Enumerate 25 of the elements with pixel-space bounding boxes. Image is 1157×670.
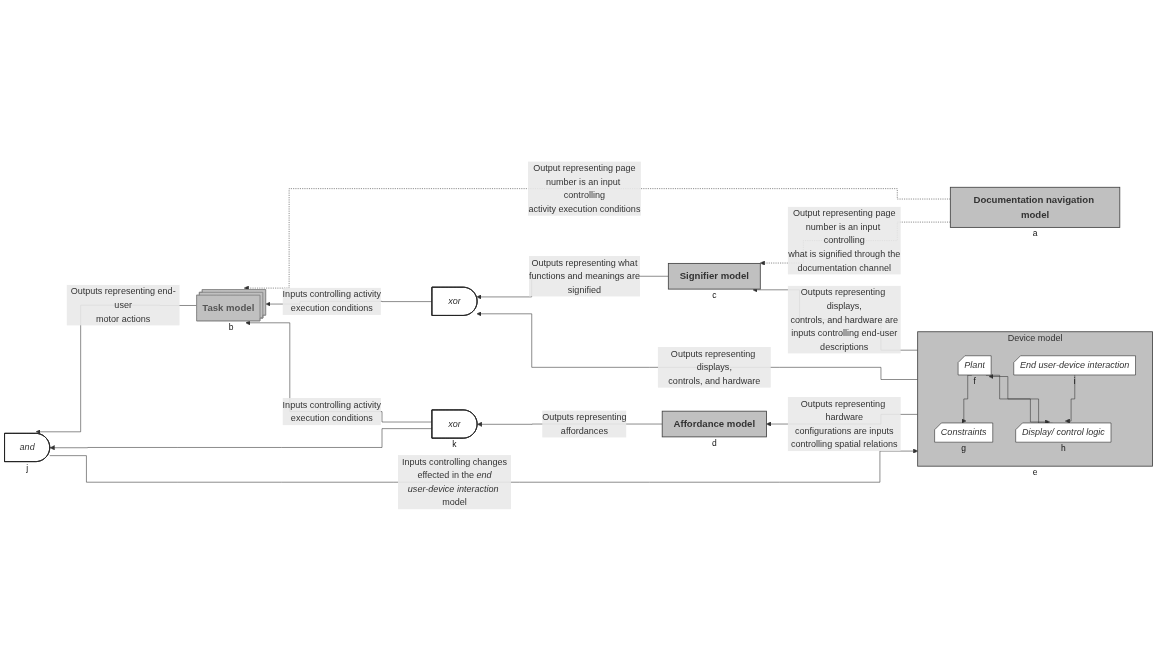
edge-label: Output representing page number is an input controlling what is signified through the documentation channel (788, 207, 901, 272)
edge-label: Outputs representing what functions and meanings are signified (528, 257, 640, 294)
node-box: Affordance model (661, 410, 767, 437)
node-letter: i (1073, 375, 1076, 386)
edge-label: Outputs representing hardware configurations are inputs controlling spatial relations (790, 398, 898, 449)
edge-label: Outputs representing displays, controls, and hardware are inputs controlling end-user descriptions (790, 287, 898, 351)
edge-label: Outputs representing affordances (542, 411, 627, 435)
node-box: Documentation navigation model (949, 186, 1121, 228)
node-letter: g (961, 442, 967, 453)
node-box: Signifier model (667, 262, 761, 290)
edge-label: Outputs representing displays, controls, and hardware (668, 348, 761, 385)
edge-label: Inputs controlling changes effected in the end user-device interaction model (401, 456, 507, 507)
edge-label: Inputs controlling activity execution conditions (282, 289, 382, 313)
edge-label: Output representing page number is an input controlling activity execution conditions (528, 162, 641, 214)
node-letter: e (1032, 466, 1038, 477)
node-letter: b (228, 321, 234, 332)
node-letter: c (712, 289, 717, 300)
node-letter: a (1032, 228, 1038, 238)
node-letter: d (711, 437, 717, 448)
node-letter: h (1060, 442, 1066, 453)
node-letter: f (973, 375, 976, 386)
edge-label: Inputs controlling activity execution conditions (282, 399, 382, 423)
edge-label: Outputs representing end-user motor actions (70, 286, 176, 323)
node-letter: k (452, 438, 457, 449)
node-letter: j (26, 462, 29, 473)
